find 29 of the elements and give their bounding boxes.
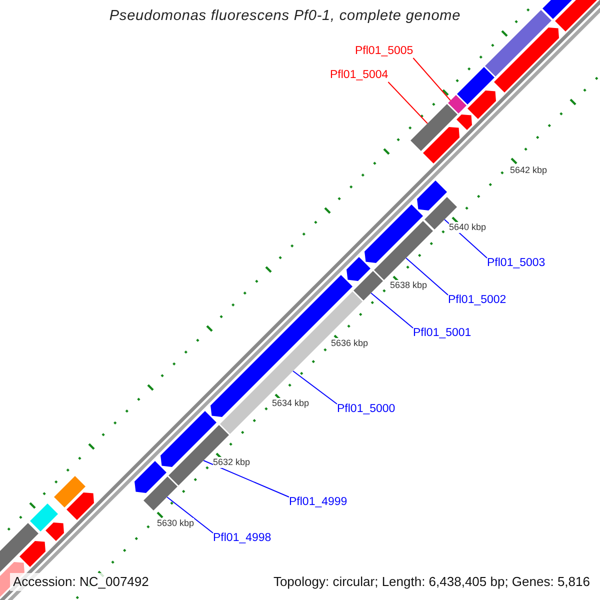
gene-bar <box>448 95 466 114</box>
leader-line <box>292 370 338 404</box>
leader-line <box>412 58 451 101</box>
leader-line <box>166 496 214 534</box>
gene-label: Pfl01_4999 <box>289 495 348 509</box>
gene-bar <box>144 476 178 510</box>
leader-line <box>388 82 428 124</box>
leader-line <box>370 292 414 328</box>
scale-label: 5636 kbp <box>331 338 368 349</box>
gene-bar <box>410 104 458 151</box>
leader-line <box>406 258 448 296</box>
leader-line <box>203 460 290 498</box>
map-title: Pseudomonas fluorescens Pf0-1, complete genome <box>108 9 462 23</box>
scale-label: 5640 kbp <box>449 222 486 233</box>
gene-label: Pfl01_5005 <box>355 44 414 58</box>
gene-label: Pfl01_5003 <box>487 256 546 270</box>
scale-label: 5638 kbp <box>390 280 428 291</box>
gene-label: Pfl01_4998 <box>213 531 272 545</box>
gene-label: Pfl01_5002 <box>448 293 506 307</box>
scale-label: 5634 kbp <box>272 398 310 409</box>
scale-label: 5630 kbp <box>157 518 194 529</box>
gene-label: Pfl01_5000 <box>337 402 396 416</box>
gene-bar <box>374 221 433 280</box>
gene-label: Pfl01_5004 <box>330 68 388 82</box>
scale-label: 5642 kbp <box>510 165 548 176</box>
gene-bar <box>354 271 383 300</box>
genome-info-text: Topology: circular; Length: 6,438,405 bp; Genes: 5,816 <box>273 573 590 591</box>
scale-label: 5632 kbp <box>213 457 250 468</box>
gene-label: Pfl01_5001 <box>413 326 472 340</box>
